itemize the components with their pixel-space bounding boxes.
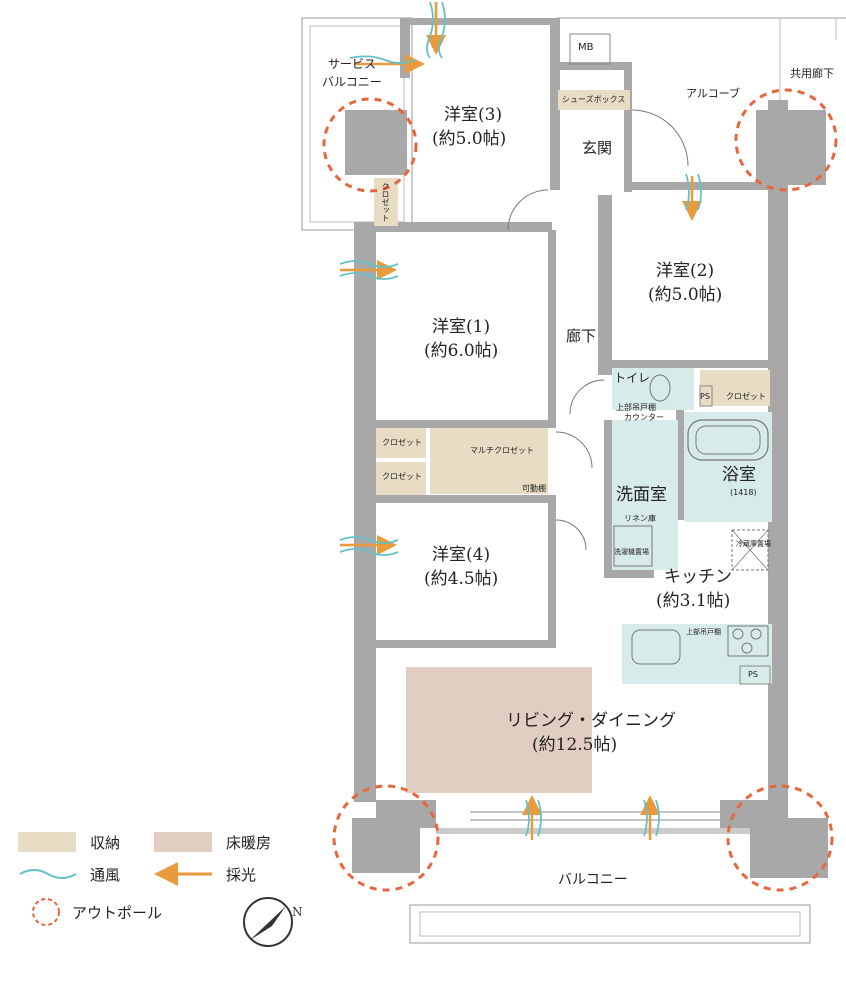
toilet-name: トイレ bbox=[614, 371, 651, 385]
legend-storage-label: 収納 bbox=[90, 834, 121, 852]
kitchen-sink bbox=[631, 629, 681, 665]
alcove-label: アルコーブ bbox=[686, 87, 741, 100]
kitchen-size: (約3.1帖) bbox=[656, 591, 731, 611]
pillar-ne bbox=[756, 110, 826, 185]
closet-label-a: クロゼット bbox=[382, 438, 422, 447]
hallway-name: 廊下 bbox=[566, 327, 597, 345]
bath-size: (1418) bbox=[730, 488, 757, 497]
legend-outpole-icon bbox=[32, 898, 60, 926]
service-balcony-label-1: サービス bbox=[328, 57, 377, 71]
bath-name: 浴室 bbox=[722, 465, 756, 485]
room3-size: (約5.0帖) bbox=[432, 129, 507, 149]
door-swings bbox=[507, 109, 689, 551]
room2-name: 洋室(2) bbox=[656, 261, 715, 281]
mb-label: MB bbox=[578, 42, 594, 53]
kitchen-upper-cabinet-label: 上部吊戸棚 bbox=[686, 628, 721, 636]
daylight-arrows bbox=[340, 2, 702, 840]
linen-label: リネン庫 bbox=[624, 514, 656, 523]
bathtub bbox=[687, 419, 769, 461]
legend-wind-icon bbox=[19, 869, 77, 879]
multi-closet-label: マルチクロゼット bbox=[470, 446, 534, 455]
room2-size: (約5.0帖) bbox=[648, 285, 723, 305]
pillar-sw bbox=[352, 818, 420, 873]
upper-cabinet-label: 上部吊戸棚 bbox=[616, 403, 656, 412]
shoe-box-label: シューズボックス bbox=[562, 95, 626, 104]
fridge-space bbox=[731, 529, 769, 571]
outpole-circles bbox=[322, 88, 838, 892]
common-corridor-label: 共用廊下 bbox=[790, 67, 834, 80]
washer-label: 洗濯機置場 bbox=[614, 548, 649, 556]
fridge-label: 冷蔵庫置場 bbox=[736, 540, 771, 548]
kitchen-name: キッチン bbox=[664, 567, 732, 587]
legend-storage-swatch bbox=[18, 832, 76, 852]
living-size: (約12.5帖) bbox=[532, 735, 618, 755]
room1-size: (約6.0帖) bbox=[424, 341, 499, 361]
walls bbox=[354, 18, 788, 828]
balcony-label: バルコニー bbox=[558, 872, 628, 888]
compass-icon bbox=[243, 897, 293, 947]
legend-ventilation-label: 通風 bbox=[90, 866, 121, 884]
movable-shelf-label: 可動棚 bbox=[522, 484, 546, 493]
floor-heating-area bbox=[406, 667, 592, 793]
balcony-rail bbox=[409, 904, 811, 944]
ps-label-bath: PS bbox=[700, 392, 710, 401]
washer-space bbox=[613, 525, 653, 567]
room3-name: 洋室(3) bbox=[444, 105, 503, 125]
washroom-name: 洗面室 bbox=[616, 485, 667, 505]
legend-daylight-label: 採光 bbox=[226, 866, 257, 884]
svg-text:N: N bbox=[292, 905, 303, 919]
legend-floor-heating-swatch bbox=[154, 832, 212, 852]
wind-lines bbox=[339, 1, 702, 837]
mb-box bbox=[569, 33, 611, 65]
legend-outpole-label: アウトポール bbox=[72, 904, 163, 922]
wet-areas bbox=[612, 368, 772, 684]
living-name: リビング・ダイニング bbox=[506, 711, 676, 731]
closet-label-b: クロゼット bbox=[382, 472, 422, 481]
entrance-name: 玄関 bbox=[582, 139, 613, 157]
toilet-bowl bbox=[649, 374, 671, 402]
stove bbox=[727, 625, 769, 657]
room1-name: 洋室(1) bbox=[432, 317, 491, 337]
legend-floor-heating-label: 床暖房 bbox=[226, 834, 272, 852]
closet-label-room2: クロゼット bbox=[726, 392, 766, 401]
pillar-se bbox=[750, 818, 828, 878]
pillar-nw bbox=[345, 110, 407, 175]
ps-label-kitchen: PS bbox=[748, 670, 758, 679]
counter-label: カウンター bbox=[624, 413, 664, 422]
closet-label-room3: クロゼット bbox=[381, 182, 390, 222]
room4-name: 洋室(4) bbox=[432, 545, 491, 565]
service-balcony-label-2: バルコニー bbox=[322, 75, 382, 89]
room4-size: (約4.5帖) bbox=[424, 569, 499, 589]
